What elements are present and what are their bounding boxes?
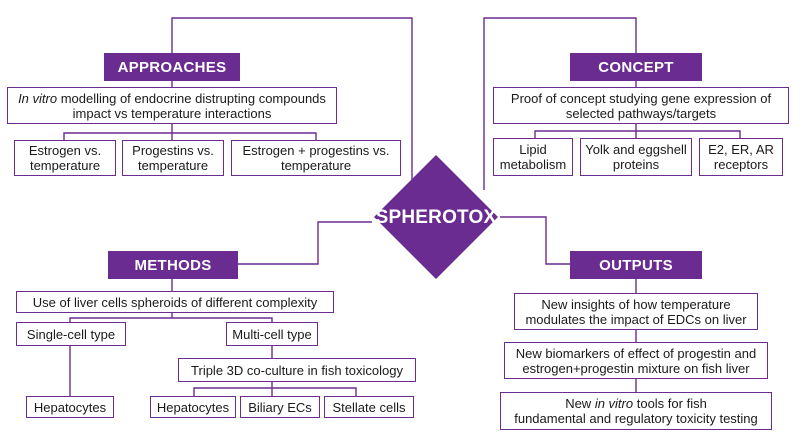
approaches-item-estrogen-progestins: Estrogen + progestins vs. temperature: [231, 140, 401, 176]
approaches-main-box: In vitro modelling of endocrine distrupt…: [7, 87, 337, 124]
outputs-header: OUTPUTS: [570, 251, 702, 279]
spherotox-label: SPHEROTOX: [375, 207, 497, 228]
connector-center-outputs: [500, 216, 570, 265]
approaches-item-line: Estrogen vs.: [28, 143, 102, 158]
approaches-item-line: temperature: [29, 158, 101, 173]
concept-main-line1: Proof of concept studying gene expressio…: [510, 90, 772, 106]
methods-multi-cell-box: Multi-cell type: [226, 322, 318, 346]
concept-header: CONCEPT: [570, 53, 702, 81]
approaches-main-line1: In vitro modelling of endocrine distrupt…: [18, 90, 326, 106]
methods-single-hepatocytes-box: Hepatocytes: [26, 396, 114, 418]
outputs-item-tools: New in vitro tools for fish fundamental …: [500, 392, 772, 430]
outputs-item-line: estrogen+progestin mixture on fish liver: [522, 360, 750, 376]
approaches-item-line: Estrogen + progestins vs.: [242, 143, 390, 158]
concept-item-lipid: Lipid metabolism: [493, 138, 573, 176]
methods-triple-biliary-box: Biliary ECs: [240, 396, 320, 418]
methods-single-child-text: Hepatocytes: [33, 399, 107, 415]
outputs-item-line: New biomarkers of effect of progestin an…: [515, 345, 757, 361]
outputs-item-line: modulates the impact of EDCs on liver: [525, 311, 747, 327]
approaches-item-estrogen: Estrogen vs. temperature: [14, 140, 116, 176]
approaches-item-line: Progestins vs.: [132, 143, 214, 158]
methods-triple-child-text: Stellate cells: [332, 399, 406, 415]
outputs-item-insights: New insights of how temperature modulate…: [514, 293, 758, 330]
methods-main-text: Use of liver cells spheroids of differen…: [32, 294, 318, 310]
approaches-main-line2: impact vs temperature interactions: [72, 105, 272, 121]
methods-header: METHODS: [108, 251, 238, 279]
concept-item-receptors: E2, ER, AR receptors: [699, 138, 783, 176]
methods-triple-stellate-box: Stellate cells: [324, 396, 414, 418]
outputs-tools-line2: fundamental and regulatory toxicity test…: [514, 411, 758, 426]
methods-triple-text: Triple 3D co-culture in fish toxicology: [191, 362, 403, 378]
connector-center-concept: [483, 17, 637, 190]
methods-single-cell-box: Single-cell type: [16, 322, 126, 346]
concept-item-yolk: Yolk and eggshell proteins: [580, 138, 692, 176]
concept-item-line: receptors: [713, 157, 769, 172]
outputs-item-line: New insights of how temperature: [541, 296, 731, 312]
connector-center-approaches: [171, 17, 413, 190]
approaches-item-line: temperature: [137, 158, 209, 173]
outputs-tools-line1: New in vitro tools for fish: [565, 396, 707, 411]
methods-multi-text: Multi-cell type: [232, 326, 312, 342]
outputs-item-biomarkers: New biomarkers of effect of progestin an…: [504, 342, 768, 379]
methods-single-text: Single-cell type: [26, 326, 116, 342]
connector-center-methods: [238, 221, 372, 265]
methods-triple-child-text: Biliary ECs: [248, 399, 312, 415]
methods-triple-box: Triple 3D co-culture in fish toxicology: [178, 358, 416, 382]
approaches-header: APPROACHES: [104, 53, 240, 81]
spherotox-diamond: [374, 155, 498, 279]
approaches-item-progestins: Progestins vs. temperature: [122, 140, 224, 176]
concept-item-line: E2, ER, AR: [708, 142, 774, 157]
concept-item-line: Lipid: [519, 142, 547, 157]
methods-triple-hepatocytes-box: Hepatocytes: [150, 396, 236, 418]
concept-item-line: proteins: [612, 157, 660, 172]
concept-item-line: Yolk and eggshell: [585, 142, 687, 157]
methods-main-box: Use of liver cells spheroids of differen…: [16, 291, 334, 313]
concept-item-line: metabolism: [499, 157, 567, 172]
concept-main-line2: selected pathways/targets: [565, 105, 717, 121]
approaches-item-line: temperature: [280, 158, 352, 173]
methods-triple-child-text: Hepatocytes: [156, 399, 230, 415]
concept-main-box: Proof of concept studying gene expressio…: [493, 87, 789, 124]
